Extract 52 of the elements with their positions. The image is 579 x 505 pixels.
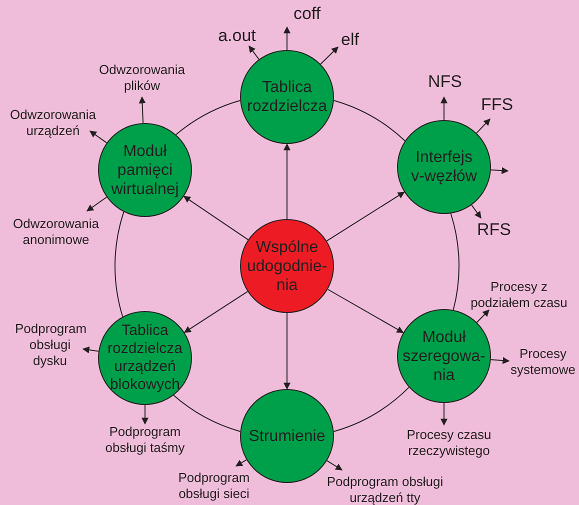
arrow — [284, 312, 290, 390]
text-label: FFS — [472, 95, 522, 115]
node-label: Moduł pamięci wirtualnej — [110, 142, 180, 198]
arrow — [476, 118, 490, 134]
arrow — [235, 459, 247, 466]
ring-arc — [173, 394, 241, 432]
text-label: elf — [330, 30, 370, 50]
text-label: Podprogram obsługi sieci — [164, 470, 264, 502]
arrow — [284, 26, 290, 50]
node-label: Tablica rozdzielcza urządzeń blokowych — [106, 322, 184, 394]
text-label: RFS — [469, 220, 519, 240]
node-label: Tablica rozdzielcza — [246, 78, 328, 116]
ring-arc — [333, 100, 406, 142]
node-label: Interfejs v-węzłów — [410, 148, 478, 186]
arrow — [327, 288, 404, 334]
arrow — [142, 404, 148, 425]
arrow — [183, 196, 249, 240]
ring-arc — [333, 386, 410, 432]
arrow — [138, 96, 146, 124]
arrow — [471, 204, 482, 219]
arrow — [89, 130, 108, 144]
node-label: Wspólne udogodnie- nia — [247, 238, 327, 294]
text-label: Procesy czasu rzeczywistego — [389, 427, 509, 459]
text-label: coff — [282, 4, 332, 24]
arrow — [440, 96, 448, 120]
arrow — [326, 460, 343, 470]
text-label: Podprogram obsługi taśmy — [90, 424, 200, 456]
text-label: Podprogram obsługi urządzeń tty — [315, 474, 455, 505]
text-label: Procesy z podziałem czasu — [463, 279, 575, 311]
arrow — [320, 46, 338, 65]
text-label: NFS — [420, 72, 470, 92]
ring-arc — [114, 211, 124, 318]
arrow — [326, 192, 405, 242]
text-label: Podprogram obsługi dysku — [15, 321, 85, 369]
arrow — [490, 357, 510, 364]
text-label: Procesy systemowe — [503, 346, 579, 378]
node-label: Moduł szeregowa- nia — [402, 328, 486, 384]
ring-arc — [450, 213, 460, 310]
arrow — [184, 291, 248, 333]
arrow — [440, 402, 448, 426]
arrow — [476, 310, 490, 323]
node-label: Strumienie — [248, 426, 326, 446]
arrow — [248, 45, 260, 60]
text-label: a.out — [212, 26, 262, 46]
text-label: Odwzorowania anonimowe — [6, 216, 106, 248]
text-label: Odwzorowania plików — [82, 62, 202, 94]
arrow — [82, 346, 99, 354]
arrow — [86, 196, 108, 212]
arrow — [490, 167, 509, 174]
ring-arc — [175, 100, 241, 136]
arrow — [284, 143, 290, 220]
text-label: Odwzorowania urządzeń — [3, 107, 103, 139]
